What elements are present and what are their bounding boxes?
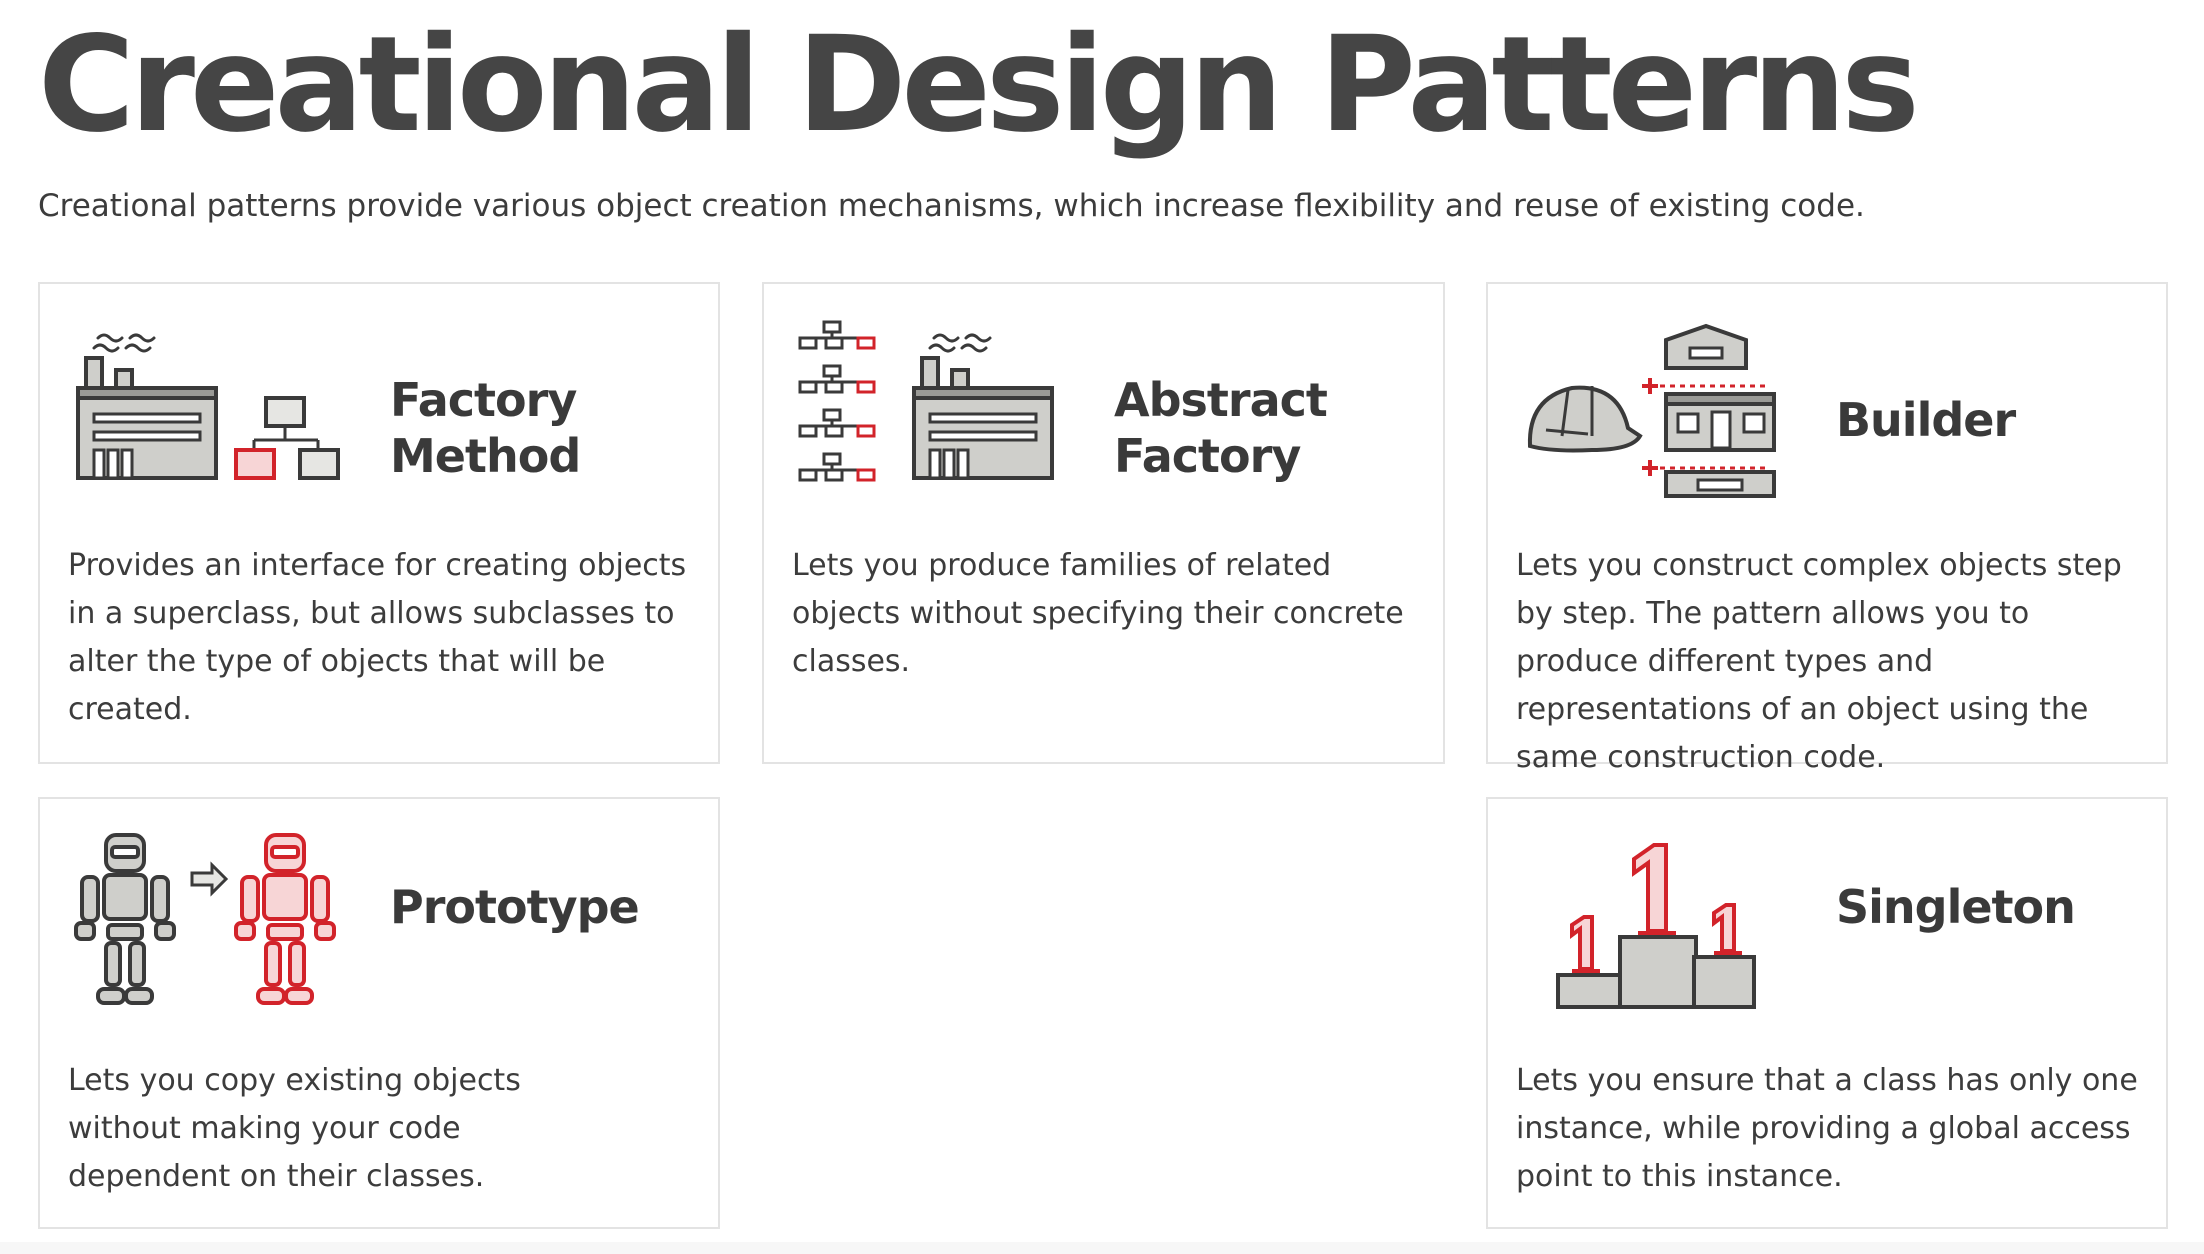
card-description: Provides an interface for creating objec… (68, 548, 687, 727)
card-title-line2: Method (390, 429, 581, 483)
card-description: Lets you construct complex objects step … (1516, 548, 2122, 775)
pattern-card-singleton[interactable]: Singleton Lets you ensure that a class h… (1486, 797, 2168, 1229)
card-description: Lets you copy existing objects without m… (68, 1063, 521, 1194)
card-description: Lets you ensure that a class has only on… (1516, 1063, 2138, 1194)
page-intro: Creational patterns provide various obje… (38, 188, 1865, 224)
card-title[interactable]: Abstract Factory (1114, 372, 1328, 484)
card-description: Lets you produce families of related obj… (792, 548, 1404, 679)
card-title[interactable]: Prototype (390, 880, 640, 934)
singleton-icon (1522, 833, 1822, 1027)
pattern-card-factory-method[interactable]: Factory Method Provides an interface for… (38, 282, 720, 764)
card-title-line1: Abstract (1114, 373, 1328, 427)
page-title: Creational Design Patterns (38, 8, 1920, 162)
card-title[interactable]: Builder (1836, 393, 2016, 447)
prototype-icon (74, 833, 374, 1027)
card-title[interactable]: Factory Method (390, 372, 581, 484)
card-title[interactable]: Singleton (1836, 880, 2076, 934)
pattern-card-builder[interactable]: Builder Lets you construct complex objec… (1486, 282, 2168, 775)
abstract-factory-icon (798, 318, 1098, 512)
factory-method-icon (74, 318, 374, 492)
card-title-line2: Factory (1114, 429, 1301, 483)
pattern-card-prototype[interactable]: Prototype Lets you copy existing objects… (38, 797, 720, 1229)
card-title-line1: Factory (390, 373, 577, 427)
page-bottom-edge (0, 1242, 2204, 1254)
pattern-card-abstract-factory[interactable]: Abstract Factory Lets you produce famili… (762, 282, 1445, 764)
builder-icon (1522, 318, 1822, 502)
